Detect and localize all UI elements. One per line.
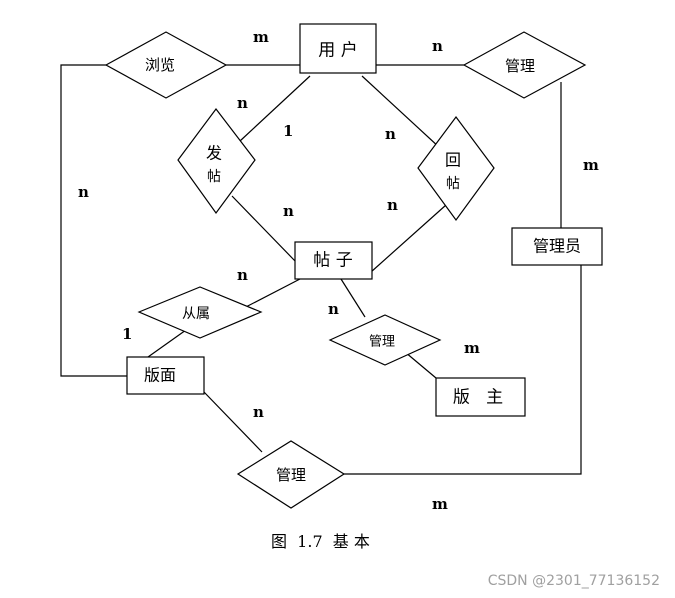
- relationship-manage-post-label: 管理: [369, 335, 395, 350]
- entity-moderator: 版 主: [435, 377, 526, 417]
- relationship-publish-top: 发: [206, 144, 222, 163]
- entity-post: 帖 子: [294, 241, 373, 280]
- card-user-reply: n: [385, 125, 396, 143]
- card-board-manage: n: [253, 403, 264, 421]
- relationship-browse-label: 浏览: [145, 56, 175, 74]
- card-publish-post: n: [283, 202, 294, 220]
- entity-board-label: 版面: [144, 366, 176, 385]
- relationship-belongs: 从属: [137, 286, 263, 339]
- line-board-manage: [203, 391, 263, 453]
- cardinality-labels: m n n 1 n n n n m n n 1 m n m: [78, 28, 599, 513]
- card-user-manage: n: [432, 37, 443, 55]
- relationship-reply: 回 帖: [417, 115, 495, 222]
- card-browse-board: n: [78, 183, 89, 201]
- relationship-belongs-label: 从属: [182, 306, 210, 322]
- entity-post-label: 帖 子: [313, 251, 352, 271]
- card-user-publish-1: 1: [283, 122, 293, 140]
- relationship-manage-board-label: 管理: [276, 466, 306, 484]
- line-user-publish: [239, 75, 311, 142]
- relationship-reply-bottom: 帖: [446, 176, 460, 192]
- relationship-reply-top: 回: [445, 151, 461, 170]
- line-publish-post: [231, 195, 297, 263]
- card-manage-moderator: m: [464, 339, 480, 357]
- relationship-manage-user: 管理: [462, 31, 587, 99]
- line-post-manage: [340, 278, 366, 318]
- entity-moderator-label: 版 主: [453, 388, 503, 408]
- card-belongs-board: 1: [122, 325, 132, 343]
- line-manage-moderator: [404, 351, 437, 379]
- line-reply-post: [370, 204, 447, 273]
- entity-admin: 管理员: [511, 227, 603, 266]
- card-post-manage: n: [328, 300, 339, 318]
- connector-lines: [60, 64, 582, 475]
- relationship-publish-bottom: 帖: [207, 169, 221, 185]
- relationship-manage-board: 管理: [236, 440, 346, 509]
- entity-user-label: 用 户: [318, 41, 357, 61]
- card-admin-manage-board: m: [432, 495, 448, 513]
- figure-caption: 图 1.7 基 本: [271, 532, 370, 551]
- entity-board: 版面: [126, 356, 205, 395]
- relationship-manage-post: 管理: [328, 314, 442, 366]
- card-reply-post: n: [387, 196, 398, 214]
- line-belongs-board: [147, 329, 187, 358]
- line-user-reply: [361, 75, 441, 149]
- csdn-watermark: CSDN @2301_77136152: [488, 573, 660, 589]
- card-user-browse: m: [253, 28, 269, 46]
- relationship-publish: 发 帖: [177, 108, 256, 215]
- card-user-publish-n: n: [237, 94, 248, 112]
- line-post-belongs: [239, 278, 301, 311]
- line-browse-board: [60, 64, 127, 377]
- line-manage-admin-bottom: [344, 265, 582, 475]
- entity-user: 用 户: [299, 23, 377, 74]
- relationship-manage-user-label: 管理: [505, 57, 535, 75]
- card-manage-admin: m: [583, 156, 599, 174]
- entity-admin-label: 管理员: [533, 237, 581, 256]
- card-post-belongs: n: [237, 266, 248, 284]
- relationship-browse: 浏览: [104, 31, 228, 99]
